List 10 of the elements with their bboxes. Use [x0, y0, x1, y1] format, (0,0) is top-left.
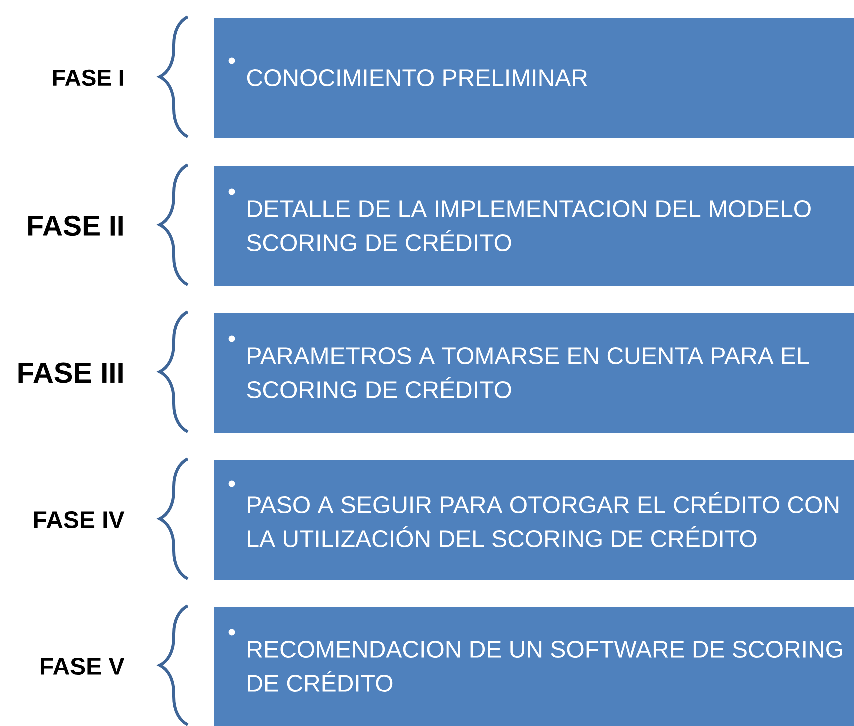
- text-box: PASO A SEGUIR PARA OTORGAR EL CRÉDITO CON LA UTILIZACIÓN DEL SCORING DE CRÉDITO: [214, 460, 854, 580]
- phase-label: FASE III: [18, 362, 123, 384]
- phase-label: FASE V: [41, 658, 125, 675]
- phase-label: FASE IV: [34, 512, 125, 528]
- text-box: DETALLE DE LA IMPLEMENTACION DEL MODELO SCORING DE CRÉDITO: [214, 166, 854, 286]
- text-box: PARAMETROS A TOMARSE EN CUENTA PARA EL SCORING DE CRÉDITO: [214, 313, 854, 433]
- text-box: CONOCIMIENTO PRELIMINAR: [214, 18, 854, 138]
- phase-label: FASE II: [28, 216, 123, 236]
- text-box: RECOMENDACION DE UN SOFTWARE DE SCORING DE CRÉDITO: [214, 607, 854, 726]
- phase-label: FASE I: [53, 70, 124, 86]
